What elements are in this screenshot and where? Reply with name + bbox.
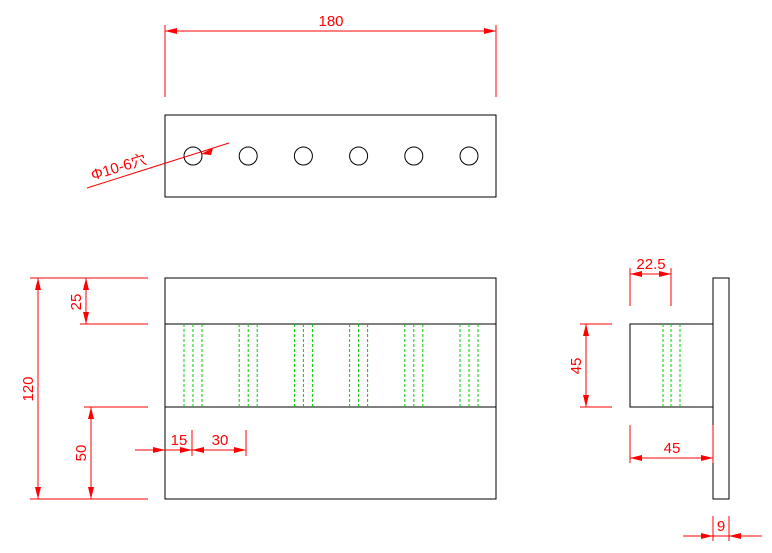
front-view-outline [164, 277, 497, 500]
dimension-180: 180 [164, 13, 497, 97]
dimension-9: 9 [683, 516, 762, 541]
dimension-25: 25 [68, 278, 148, 325]
dimension-45-vertical-label: 45 [568, 358, 585, 375]
dimension-9-label: 9 [717, 518, 725, 535]
side-view-plate [712, 277, 730, 500]
hole-callout: Φ10-6穴 [86, 142, 230, 189]
hole-6 [459, 146, 479, 166]
dimension-45-horizontal: 45 [629, 425, 714, 463]
top-view: 180 Φ10-6穴 [86, 13, 497, 198]
front-view: 120 25 50 15 30 [20, 277, 497, 500]
hidden-hole-4 [349, 324, 369, 407]
dimension-22-5: 22.5 [629, 256, 672, 306]
front-view-hidden-holes [183, 324, 479, 407]
dimension-45-vertical: 45 [568, 323, 612, 408]
hole-3 [293, 146, 313, 166]
hidden-hole-3 [293, 324, 313, 407]
hole-row [183, 146, 479, 166]
dimension-45-horizontal-label: 45 [664, 440, 681, 457]
side-view-hidden-hole [662, 324, 681, 407]
side-view: 22.5 45 45 9 [568, 256, 762, 541]
top-view-plate [164, 114, 497, 198]
hidden-hole-5 [404, 324, 424, 407]
dimension-30-label: 30 [212, 432, 229, 449]
dimension-25-label: 25 [68, 294, 85, 311]
dimension-120-label: 120 [20, 376, 37, 401]
hole-4 [349, 146, 369, 166]
hole-1 [183, 146, 203, 166]
dimension-120: 120 [20, 277, 148, 500]
dimension-180-label: 180 [318, 13, 343, 30]
dimension-15-30: 15 30 [135, 430, 247, 456]
hole-callout-label: Φ10-6穴 [89, 151, 148, 184]
hole-5 [404, 146, 424, 166]
dimension-50: 50 [73, 406, 148, 499]
dimension-15-label: 15 [171, 432, 188, 449]
hole-2 [238, 146, 258, 166]
dimension-22-5-label: 22.5 [636, 256, 665, 273]
hidden-hole-2 [238, 324, 258, 407]
hidden-hole-6 [459, 324, 479, 407]
dimension-50-label: 50 [73, 445, 90, 462]
hidden-hole-1 [183, 324, 203, 407]
